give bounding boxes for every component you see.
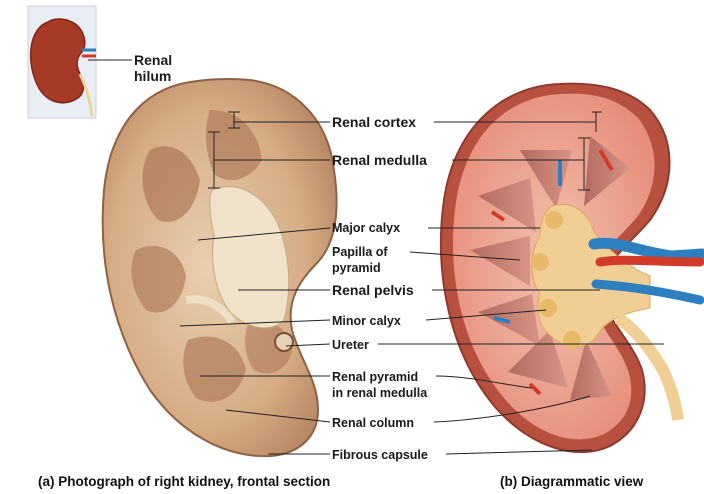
caption-a: (a) Photograph of right kidney, frontal … [38,474,330,489]
label-renal-pyramid-1: Renal pyramid [332,370,418,384]
papilla-1 [545,211,563,229]
label-renal-column: Renal column [332,416,414,430]
label-renal-pyramid-2: in renal medulla [332,386,428,400]
renal-hilum-label-2: hilum [134,68,171,84]
label-papilla-1: Papilla of [332,245,388,259]
renal-hilum-label-1: Renal [134,52,172,68]
inset-kidney [28,6,132,118]
label-fibrous-capsule: Fibrous capsule [332,448,428,462]
label-renal-cortex: Renal cortex [332,114,416,130]
label-major-calyx: Major calyx [332,221,400,235]
label-papilla-2: pyramid [332,261,381,275]
photo-ureter-lumen [275,333,293,351]
papilla-3 [539,299,557,317]
papilla-2 [531,253,549,271]
renal-artery [600,260,700,262]
label-ureter: Ureter [332,338,369,352]
photo-kidney [103,79,337,456]
label-minor-calyx: Minor calyx [332,314,401,328]
diagram-kidney [441,84,702,453]
leader-fibrous-capsule [268,450,592,454]
label-renal-medulla: Renal medulla [332,152,427,168]
papilla-4 [563,331,581,349]
label-renal-pelvis: Renal pelvis [332,282,414,298]
caption-b: (b) Diagrammatic view [500,474,644,489]
